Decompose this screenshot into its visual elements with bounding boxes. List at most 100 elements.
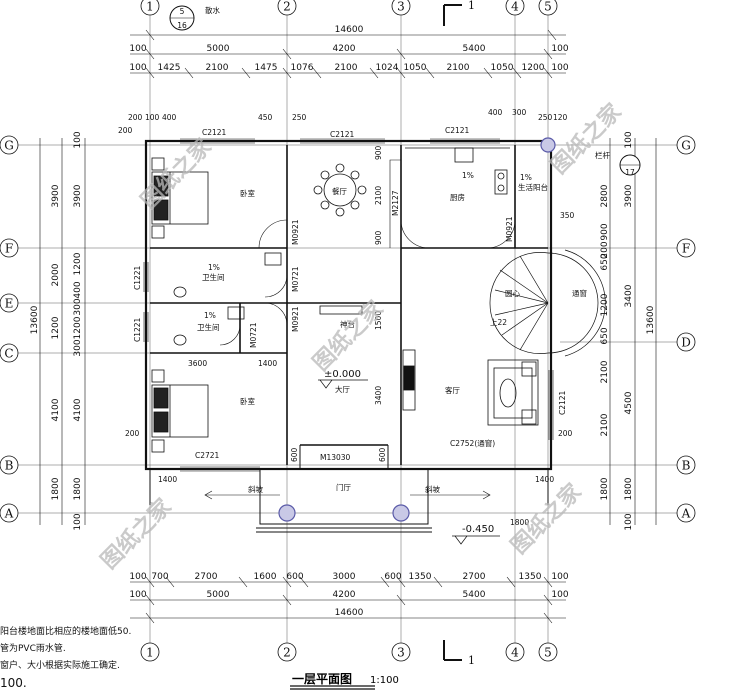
small-dim-5: 250 (292, 113, 307, 122)
door-m2127: M2127 (391, 190, 400, 216)
dim-right3-1: 900 (600, 223, 610, 240)
detail-ref2-bottom: 17 (625, 168, 635, 177)
small-dim-23: 200 (125, 429, 140, 438)
door-m13030: M13030 (320, 453, 351, 462)
dim-right3-7: 2100 (600, 413, 610, 436)
small-dim-19: 600 (378, 447, 387, 462)
win-c1221-b: C1221 (133, 317, 142, 342)
annotations: 1% 1% 1% 1% 斜坡 斜坡 ±0.000 -0.450 (204, 171, 532, 535)
note-3: 窗户、大小根据实际施工确定. (0, 661, 120, 671)
axis-bubble-right-F-label: F (682, 242, 690, 256)
dim-bot3-3: 600 (286, 572, 303, 582)
small-dim-20: 1400 (158, 475, 177, 484)
slope-balcony: 1% (520, 173, 532, 182)
dim-top3-3: 1076 (291, 63, 314, 73)
dim-bot3-edge-l: 100 (129, 572, 146, 582)
small-dim-10: 900 (374, 145, 383, 160)
dim-right3-3: 650 (600, 253, 610, 270)
ramp-arrows (204, 490, 491, 500)
note-1: 阳台楼地面比相应的楼地面低50. (0, 627, 132, 637)
small-dim-16: 1500 (374, 311, 383, 330)
watermarks: 图纸之家 图纸之家 图纸之家 图纸之家 图纸之家 (96, 98, 627, 574)
windows (143, 138, 554, 472)
small-dim-1: 100 (145, 113, 160, 122)
small-dim-24: 200 (558, 429, 573, 438)
dimension-lines-bottom (130, 576, 566, 624)
small-dim-15: 1400 (258, 359, 277, 368)
drawing-title: 一层平面图 (292, 672, 352, 686)
dim-right3-4: 1200 (600, 293, 610, 316)
dim-bot3-edge-r: 100 (551, 572, 568, 582)
axis-bubble-top-3-circle (391, 0, 411, 16)
axis-bubble-right-B-circle (676, 455, 696, 475)
level-hall: ±0.000 (324, 369, 361, 380)
dim-top-total: 14600 (335, 25, 364, 35)
ramp-right: 斜坡 (425, 484, 440, 494)
drawing-scale: 1:100 (370, 675, 399, 686)
dim-left3-0: 3900 (73, 184, 83, 207)
axis-bubble-bottom-3-label: 3 (397, 646, 405, 660)
detail-reference: 5 16 散水 17 (169, 5, 641, 177)
room-porch: 门厅 (336, 483, 351, 492)
dim-top3-5: 1024 (376, 63, 399, 73)
dim-right3-0: 2800 (600, 184, 610, 207)
porch-columns (278, 137, 556, 522)
win-c2121-c: C2121 (445, 126, 470, 135)
small-dim-4: 450 (258, 113, 273, 122)
dim-left-2: 1200 (51, 316, 61, 339)
axis-bubble-top-2-label: 2 (283, 0, 291, 14)
door-m0721-b: M0721 (249, 322, 258, 348)
dim-bot-edge-r: 100 (551, 590, 568, 600)
detail-ref-top: 5 (180, 7, 185, 16)
axis-bubble-bottom-3-circle (391, 642, 411, 662)
dim-bot3-2: 1600 (254, 572, 277, 582)
dim-right3-6: 2100 (600, 360, 610, 383)
room-altar: 神台 (340, 319, 355, 329)
dim-left-4: 1800 (51, 477, 61, 500)
axis-bubble-left-E-label: E (5, 297, 14, 311)
dim-bot-edge-l: 100 (129, 590, 146, 600)
balcony-label: 生活阳台 (518, 182, 548, 192)
bed-top (151, 157, 209, 239)
dimension-lines-top (130, 29, 566, 79)
dim-top3-7: 2100 (447, 63, 470, 73)
room-bath-2: 卫生间 (197, 322, 220, 332)
win-c2121-a: C2121 (330, 130, 355, 139)
dim-top3-4: 2100 (335, 63, 358, 73)
axis-bubble-top-5-circle (538, 0, 558, 16)
dim-left3-1: 1200 (73, 252, 83, 275)
small-dim-3: 200 (118, 126, 133, 135)
dim-top3-6: 1050 (404, 63, 427, 73)
axis-bubble-bottom-1-label: 1 (146, 646, 154, 660)
dim-right-2: 4500 (624, 391, 634, 414)
ramp-left: 斜坡 (248, 484, 263, 494)
dim-bot3-8: 1350 (519, 572, 542, 582)
dim-bot-total: 14600 (335, 608, 364, 618)
dim-top3-edge-l: 100 (129, 63, 146, 73)
room-kitchen: 厨房 (450, 192, 465, 202)
dim-right3-2: 200 (600, 241, 610, 258)
level-outdoor: -0.450 (462, 524, 494, 535)
axis-bubble-left-F-label: F (5, 242, 13, 256)
win-c2752: C2752(通窗) (450, 438, 495, 448)
dim-top3-0: 1425 (158, 63, 181, 73)
bath-fixtures (173, 252, 282, 346)
detail-ref-bottom: 16 (177, 21, 187, 30)
dim-right-1: 3400 (624, 284, 634, 307)
dimension-lines-sides (39, 138, 657, 525)
axis-bubble-right-D-circle (676, 332, 696, 352)
small-dim-18: 600 (290, 447, 299, 462)
dim-top3-edge-r: 100 (551, 63, 568, 73)
stair-up: 上22 (490, 318, 507, 327)
dim-left-edge-b: 100 (73, 513, 83, 530)
small-dim-2: 400 (162, 113, 177, 122)
axis-bubble-bottom-5-label: 5 (544, 646, 552, 660)
slope-bath2: 1% (204, 311, 216, 320)
slope-kitchen: 1% (462, 171, 474, 180)
small-dim-12: 900 (374, 230, 383, 245)
dim-left3-5: 300 (73, 339, 83, 356)
dim-right-3: 1800 (624, 477, 634, 500)
door-m0921-a: M0921 (291, 219, 300, 245)
door-m0921-b: M0921 (291, 306, 300, 332)
dim-right-total: 13600 (646, 305, 656, 334)
